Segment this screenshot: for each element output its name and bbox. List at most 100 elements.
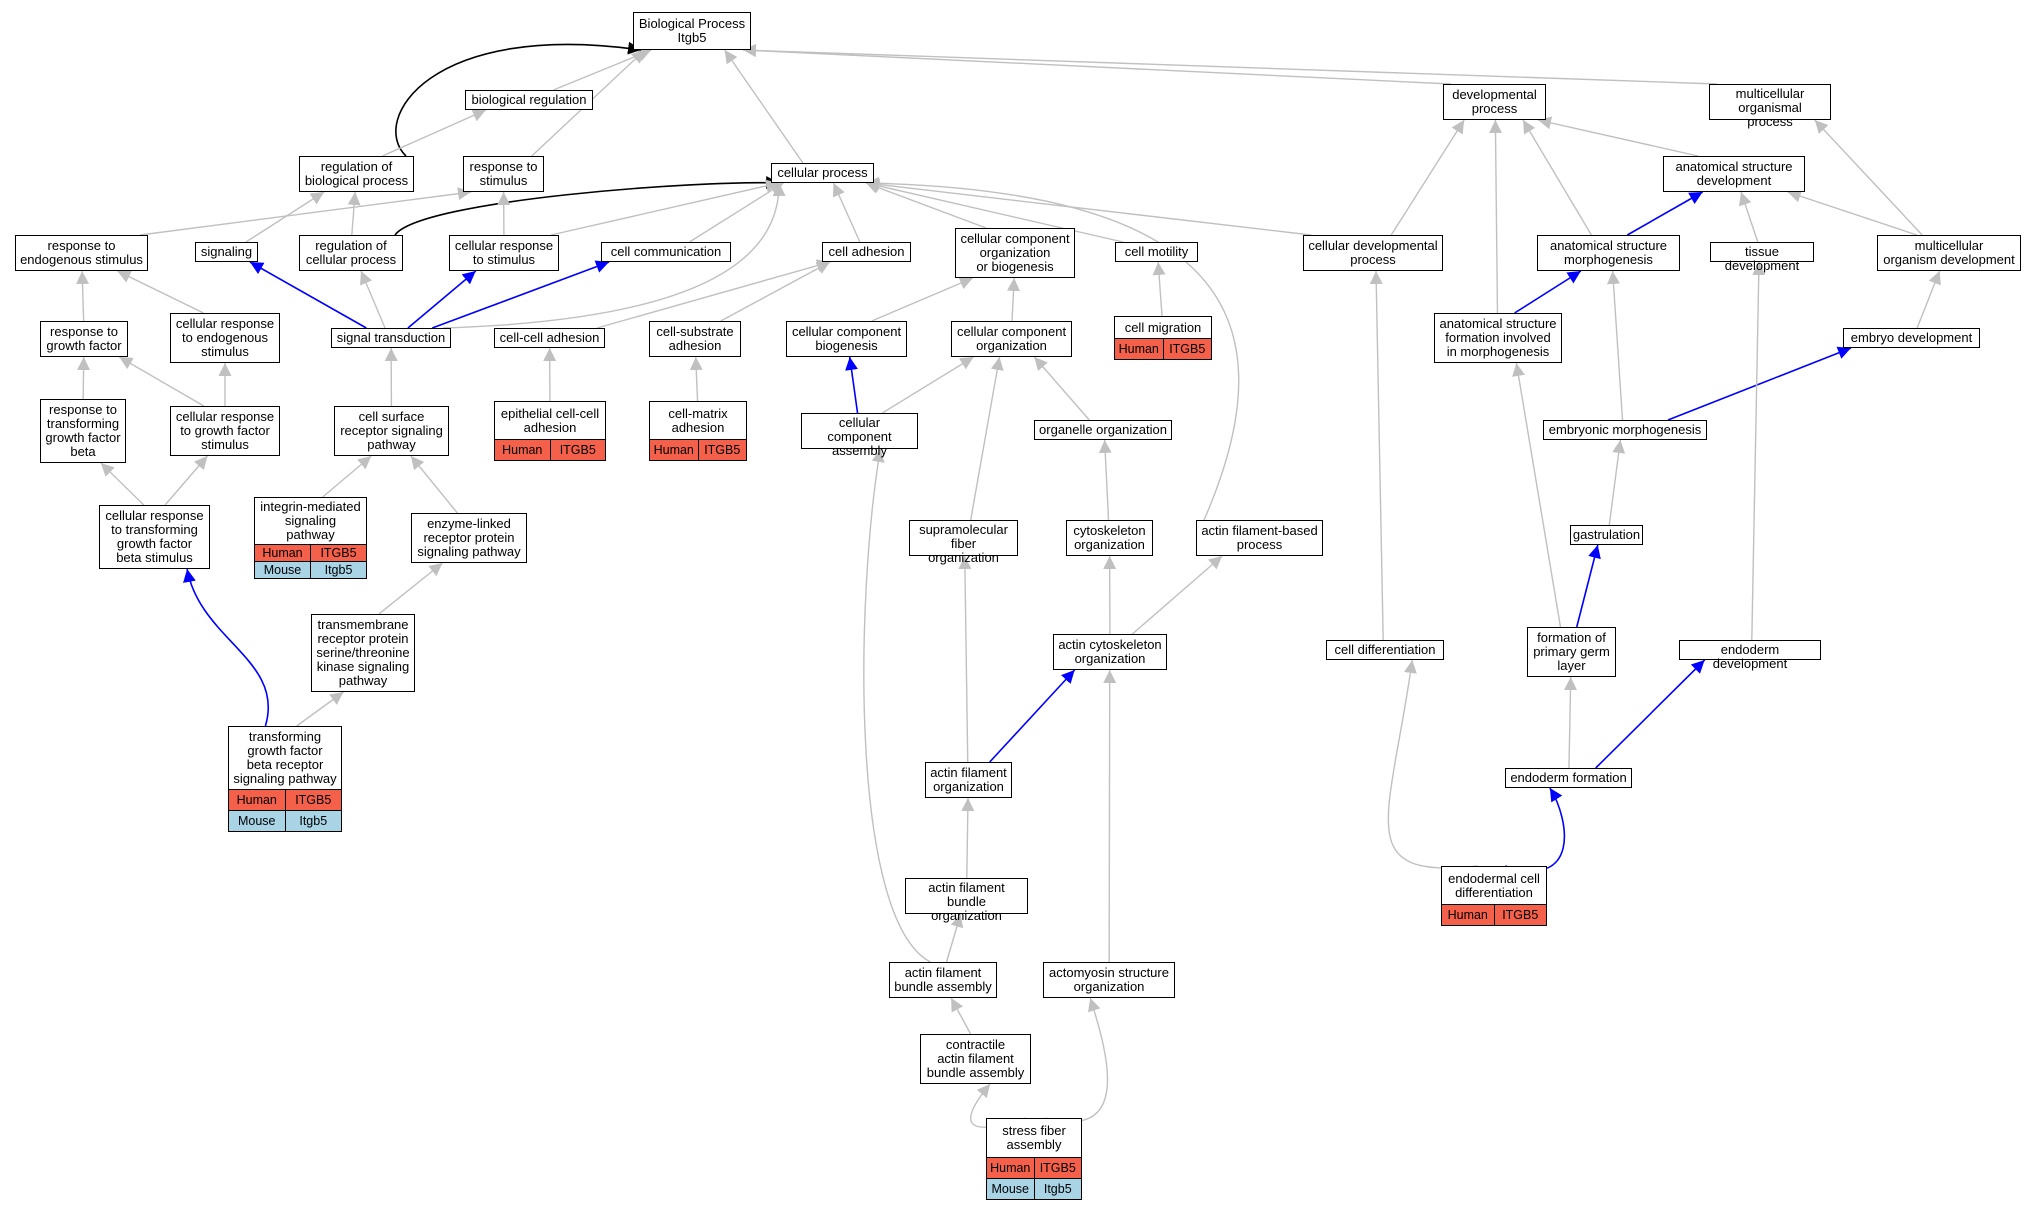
human-gene-cell: ITGB5 bbox=[697, 440, 746, 460]
go-term-label: anatomical structure morphogenesis bbox=[1538, 236, 1679, 270]
go-term-text: supramolecular fiber organization bbox=[919, 522, 1008, 565]
go-term-cellrespendo[interactable]: cellular response to endogenous stimulus bbox=[170, 313, 280, 363]
go-term-cellsurf[interactable]: cell surface receptor signaling pathway bbox=[334, 406, 449, 456]
edge-multidev-to-anatdev bbox=[1787, 189, 1917, 236]
go-term-gastrulation[interactable]: gastrulation bbox=[1570, 525, 1643, 545]
go-term-ccorg[interactable]: cellular component organization bbox=[951, 321, 1072, 357]
edge-tmrecept-to-enzlink bbox=[378, 562, 443, 615]
go-term-cellcomm[interactable]: cell communication bbox=[601, 242, 731, 262]
edge-cellcomm-to-cellproc bbox=[689, 182, 784, 243]
go-term-orgorg[interactable]: organelle organization bbox=[1034, 420, 1172, 440]
go-term-embmorph[interactable]: embryonic morphogenesis bbox=[1543, 420, 1707, 440]
go-term-resptgfb[interactable]: response to transforming growth factor b… bbox=[40, 399, 126, 463]
go-term-endodev[interactable]: endoderm development bbox=[1679, 640, 1821, 671]
go-term-tgfbpath[interactable]: transforming growth factor beta receptor… bbox=[228, 726, 342, 832]
edge-celladh-to-cellproc bbox=[832, 182, 861, 243]
go-term-actinproc[interactable]: actin filament-based process bbox=[1196, 520, 1323, 556]
go-term-ccob[interactable]: cellular component organization or bioge… bbox=[955, 228, 1075, 278]
go-term-anatdev[interactable]: anatomical structure development bbox=[1663, 156, 1805, 192]
go-term-label: cell-substrate adhesion bbox=[650, 322, 740, 356]
edge-ccassem-to-ccorg bbox=[881, 356, 974, 414]
go-term-label: cell adhesion bbox=[823, 243, 910, 261]
go-term-actinbundorg[interactable]: actin filament bundle organization bbox=[905, 878, 1028, 923]
go-term-cytoorg[interactable]: cytoskeleton organization bbox=[1066, 520, 1153, 556]
go-term-anatform[interactable]: anatomical structure formation involved … bbox=[1434, 313, 1562, 363]
human-gene-cell: ITGB5 bbox=[310, 545, 366, 561]
go-term-signaling[interactable]: signaling bbox=[195, 242, 258, 262]
go-term-text: biological regulation bbox=[471, 92, 587, 107]
edge-actinbundorg-to-actinfilorg bbox=[961, 797, 975, 879]
go-term-regcp[interactable]: regulation of cellular process bbox=[299, 235, 403, 271]
go-term-ccassem[interactable]: cellular component assembly bbox=[801, 413, 918, 458]
go-term-regbp[interactable]: regulation of biological process bbox=[299, 156, 414, 192]
go-term-respstim[interactable]: response to stimulus bbox=[463, 156, 544, 192]
go-term-bp[interactable]: Biological Process Itgb5 bbox=[633, 12, 751, 50]
go-term-label: stress fiber assembly bbox=[987, 1119, 1081, 1157]
mouse-gene-cell: Itgb5 bbox=[1033, 1179, 1081, 1199]
go-term-breg[interactable]: biological regulation bbox=[465, 90, 593, 110]
edge-anatform-to-devproc bbox=[1489, 119, 1503, 314]
go-term-cellmot[interactable]: cell motility bbox=[1115, 242, 1198, 262]
go-term-enzlink[interactable]: enzyme-linked receptor protein signaling… bbox=[411, 513, 527, 563]
go-term-suprafib[interactable]: supramolecular fiber organization bbox=[909, 520, 1018, 565]
go-term-cellresptgfb[interactable]: cellular response to transforming growth… bbox=[99, 505, 210, 569]
go-term-endoform[interactable]: endoderm formation bbox=[1505, 768, 1632, 788]
go-term-label: contractile actin filament bundle assemb… bbox=[921, 1035, 1030, 1083]
go-term-embdev[interactable]: embryo development bbox=[1843, 328, 1980, 348]
go-term-multidev[interactable]: multicellular organism development bbox=[1877, 235, 2021, 271]
go-term-celldiff[interactable]: cell differentiation bbox=[1326, 640, 1444, 660]
go-term-cellresp[interactable]: cellular response to stimulus bbox=[449, 235, 559, 271]
go-term-respgf[interactable]: response to growth factor bbox=[40, 321, 128, 357]
go-term-actinfilorg[interactable]: actin filament organization bbox=[925, 762, 1012, 798]
go-term-text: enzyme-linked receptor protein signaling… bbox=[417, 516, 521, 559]
edge-regcp-to-regbp bbox=[347, 191, 361, 236]
go-term-label: actomyosin structure organization bbox=[1044, 963, 1174, 997]
go-term-ccbio[interactable]: cellular component biogenesis bbox=[786, 321, 907, 357]
go-term-actinbundass[interactable]: actin filament bundle assembly bbox=[889, 962, 997, 998]
edge-anatmorph-to-devproc bbox=[1522, 119, 1593, 236]
go-term-label: supramolecular fiber organization bbox=[910, 521, 1017, 567]
go-term-cellcelladh[interactable]: cell-cell adhesion bbox=[494, 328, 605, 348]
go-term-sigtrans[interactable]: signal transduction bbox=[331, 328, 451, 348]
go-term-label: cytoskeleton organization bbox=[1067, 521, 1152, 555]
go-term-label: signaling bbox=[196, 243, 257, 261]
go-term-text: actin filament-based process bbox=[1201, 523, 1318, 552]
go-term-contractile[interactable]: contractile actin filament bundle assemb… bbox=[920, 1034, 1031, 1084]
edge-cellresp-to-cellproc bbox=[550, 179, 780, 236]
edge-cellproc-to-bp bbox=[724, 49, 804, 164]
go-term-actomyo[interactable]: actomyosin structure organization bbox=[1043, 962, 1175, 998]
go-term-devproc[interactable]: developmental process bbox=[1443, 84, 1546, 120]
go-term-actincyto[interactable]: actin cytoskeleton organization bbox=[1053, 634, 1167, 670]
go-term-label: response to transforming growth factor b… bbox=[41, 400, 125, 462]
edge-endoform-to-endodev bbox=[1595, 659, 1706, 769]
go-term-respendo[interactable]: response to endogenous stimulus bbox=[15, 235, 148, 271]
go-term-cellsubadh[interactable]: cell-substrate adhesion bbox=[649, 321, 741, 357]
go-term-label: anatomical structure formation involved … bbox=[1435, 314, 1561, 362]
go-term-label: epithelial cell-cell adhesion bbox=[495, 402, 605, 439]
go-term-label: developmental process bbox=[1444, 85, 1545, 119]
go-term-text: actin filament bundle assembly bbox=[894, 965, 992, 994]
go-term-text: cellular response to endogenous stimulus bbox=[175, 316, 275, 359]
go-term-anatmorph[interactable]: anatomical structure morphogenesis bbox=[1537, 235, 1680, 271]
go-term-label: organelle organization bbox=[1035, 421, 1171, 439]
go-term-text: actin filament bundle organization bbox=[928, 880, 1005, 923]
go-term-label: endodermal cell differentiation bbox=[1442, 867, 1546, 904]
go-term-formgerm[interactable]: formation of primary germ layer bbox=[1527, 627, 1616, 677]
go-term-celldevproc[interactable]: cellular developmental process bbox=[1303, 235, 1443, 271]
go-term-label: biological regulation bbox=[466, 91, 592, 109]
go-term-tmrecept[interactable]: transmembrane receptor protein serine/th… bbox=[311, 614, 415, 692]
edge-anatmorph-to-anatdev bbox=[1626, 191, 1704, 236]
go-term-cellrespgf[interactable]: cellular response to growth factor stimu… bbox=[170, 406, 280, 456]
go-term-celladh[interactable]: cell adhesion bbox=[822, 242, 911, 262]
edge-ccassem-to-ccbio bbox=[845, 356, 859, 414]
go-term-tissuedev[interactable]: tissue development bbox=[1710, 242, 1814, 273]
go-term-cellproc[interactable]: cellular process bbox=[771, 163, 874, 183]
go-term-multiproc[interactable]: multicellular organismal process bbox=[1709, 84, 1831, 129]
